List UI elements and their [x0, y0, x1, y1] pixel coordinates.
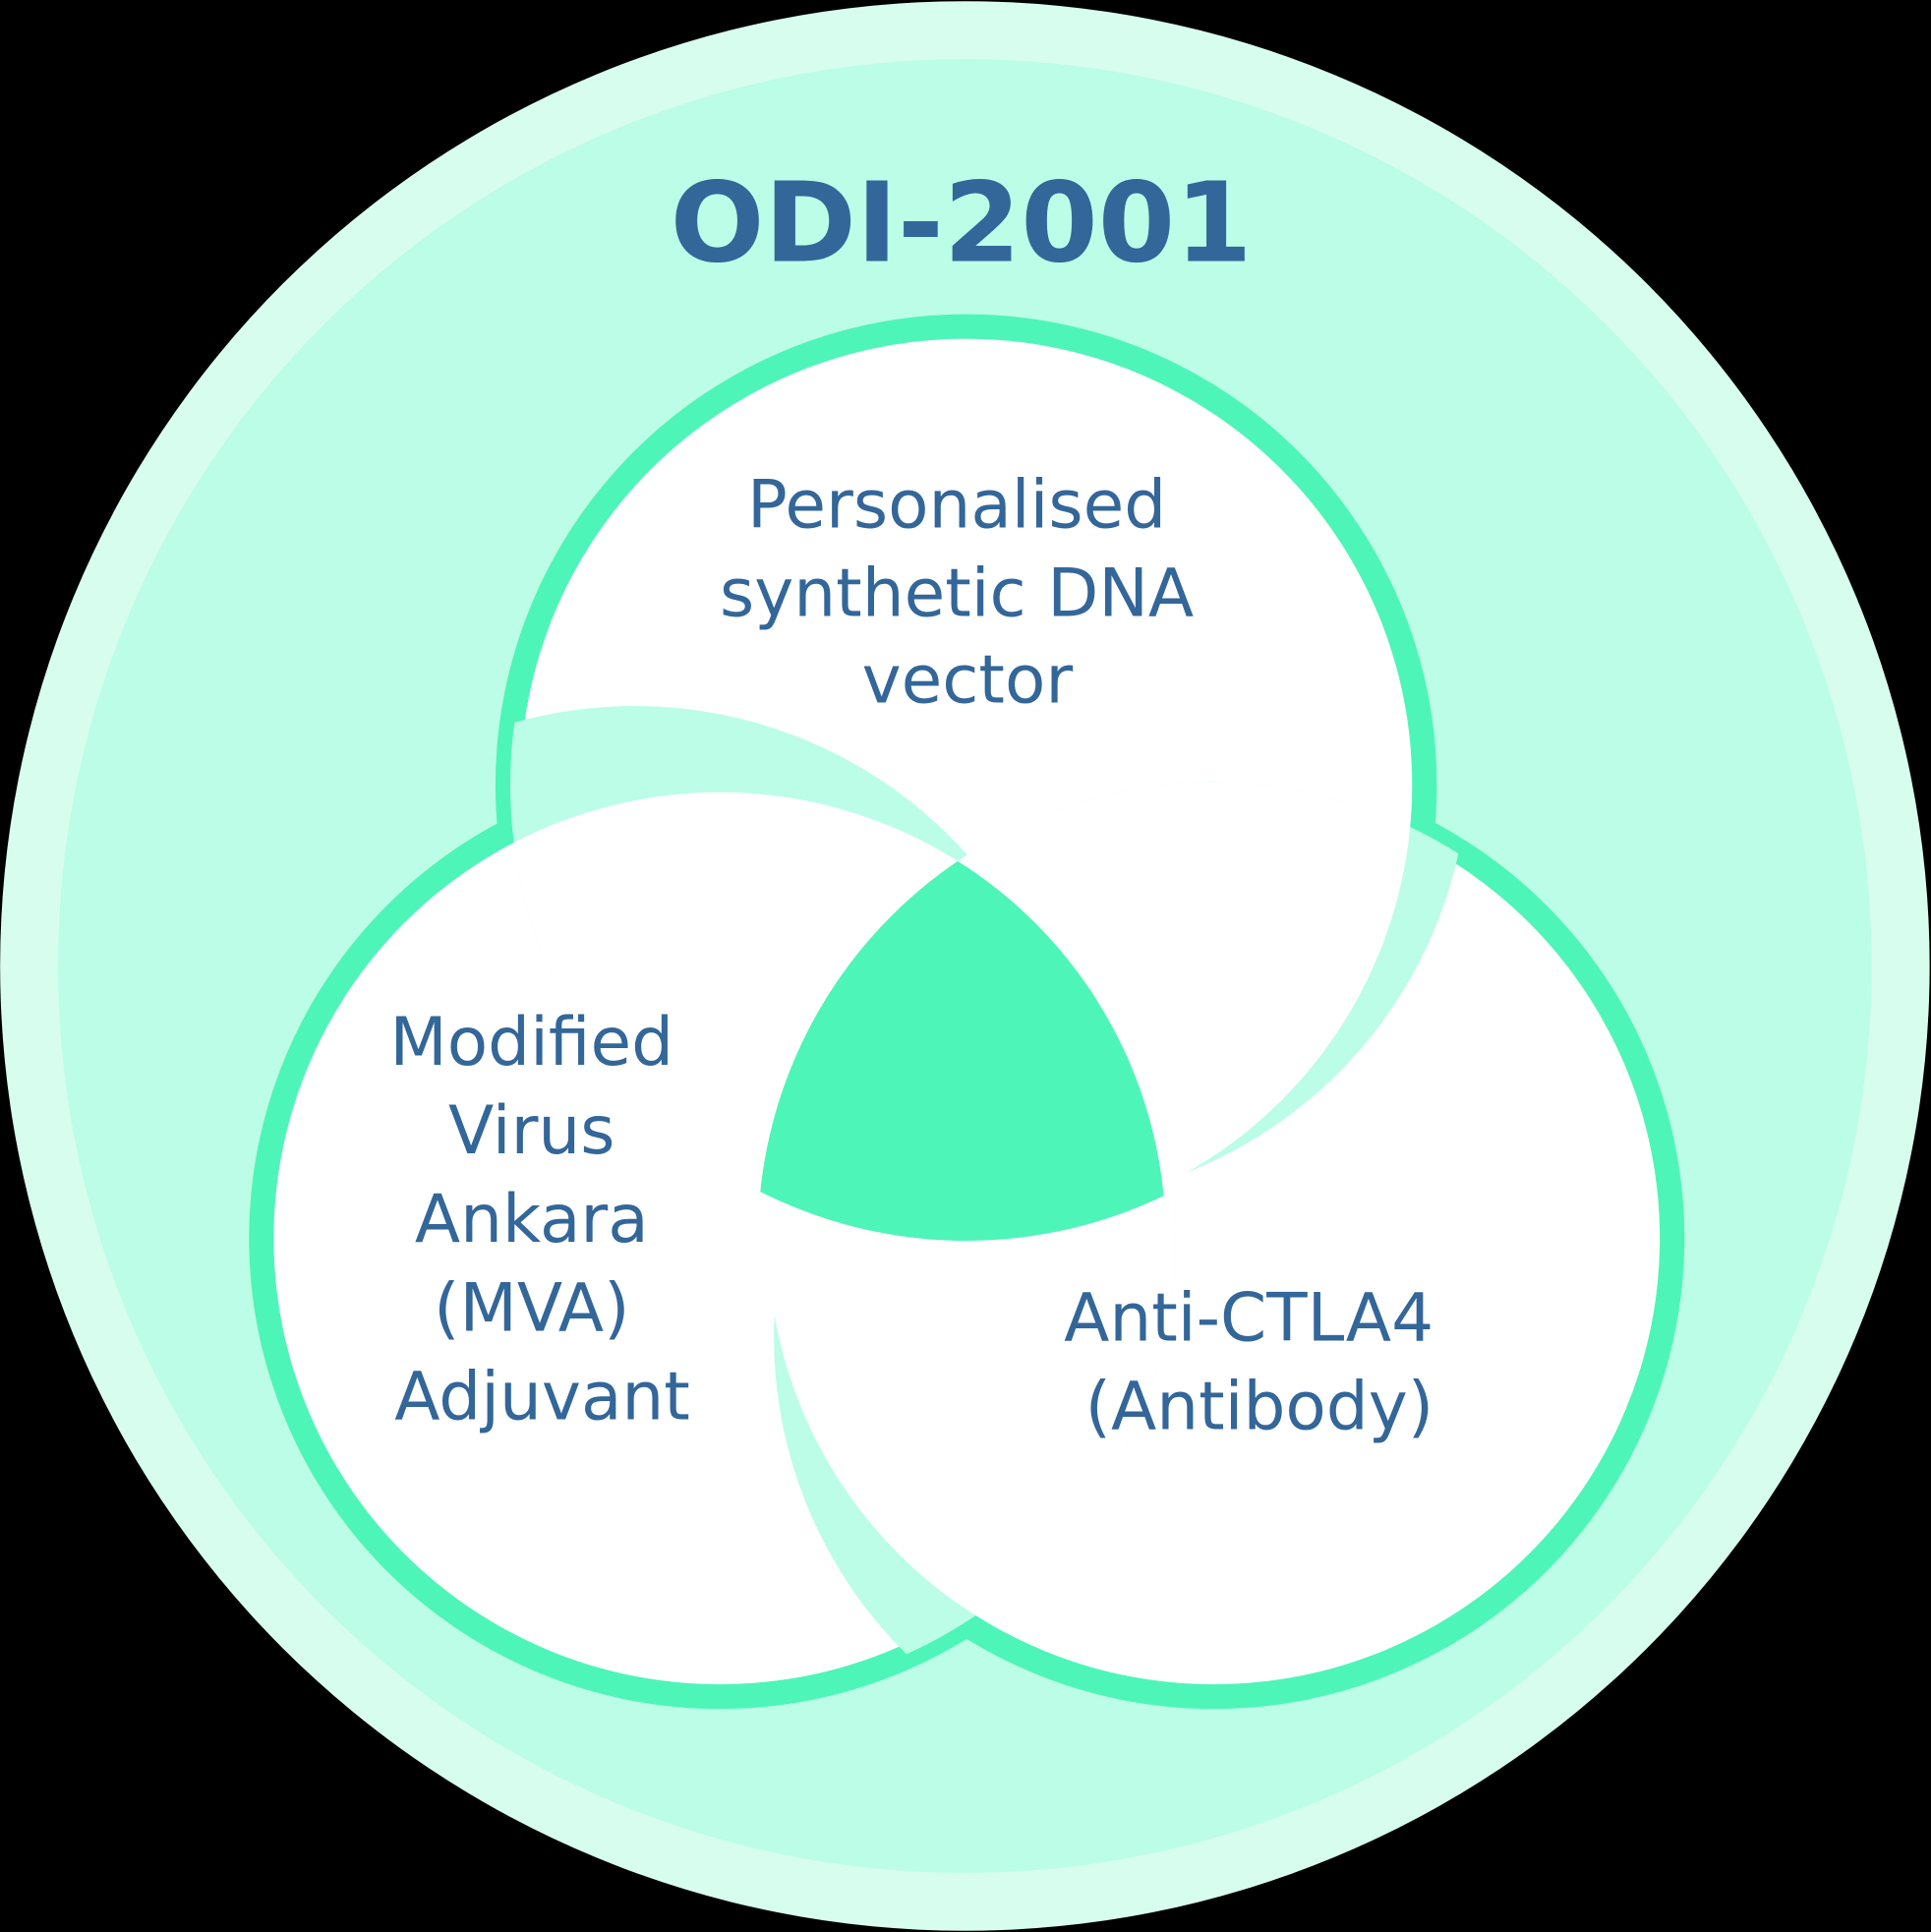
diagram-title: ODI-2001: [671, 158, 1253, 288]
top-circle-label: Personalised synthetic DNA vector: [720, 465, 1215, 718]
right-circle-label: Anti-CTLA4 (Antibody): [1064, 1278, 1455, 1444]
left-circle-label: Modified Virus Ankara (MVA) Adjuvant: [389, 1003, 694, 1435]
center-intersection: [757, 791, 1166, 1241]
